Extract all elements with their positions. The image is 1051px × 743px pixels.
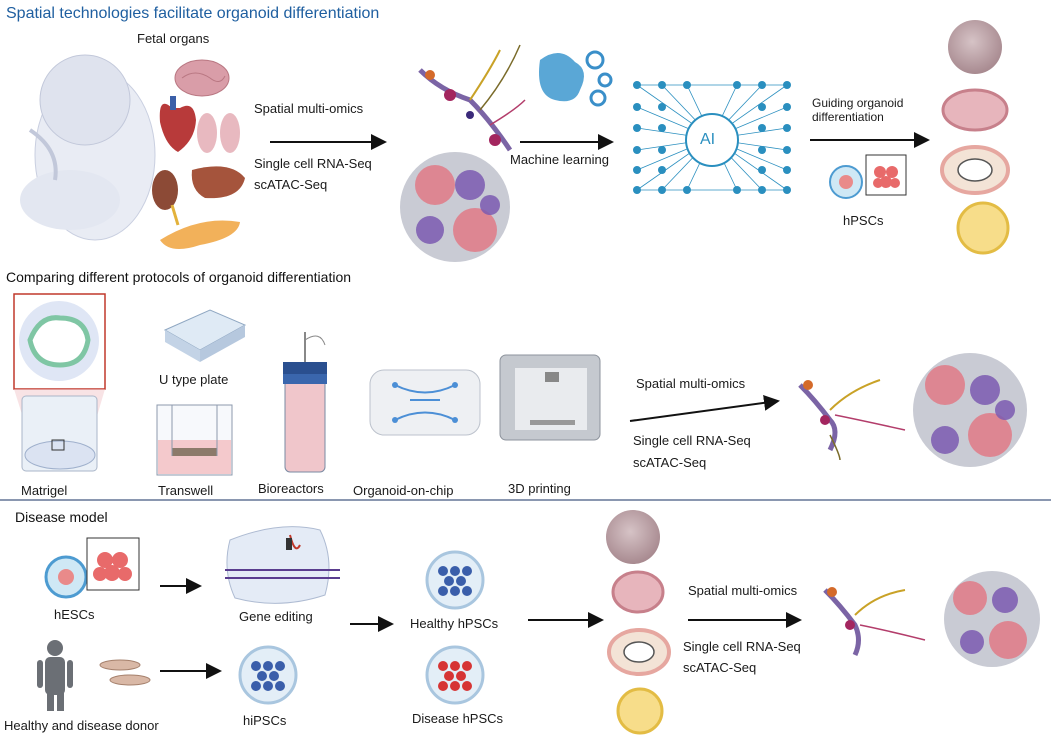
umap-trajectory-2 (798, 379, 906, 461)
bioreactor-icon (283, 332, 327, 473)
spatial-multiomics-label-3: Spatial multi-omics (688, 583, 798, 598)
umap-trajectory-1 (418, 44, 526, 152)
healthy-hpsc-dish-icon (425, 550, 485, 610)
3d-printer-icon (499, 354, 601, 441)
umap-trajectory-3 (823, 587, 926, 657)
3d-printing-label: 3D printing (508, 481, 571, 496)
hpscs-label: hPSCs (843, 213, 884, 228)
transwell-icon (156, 404, 233, 476)
fetal-organs-label: Fetal organs (137, 31, 210, 46)
hescs-label: hESCs (54, 607, 95, 622)
organoid-on-chip-icon (369, 369, 481, 436)
neural-network-nodes (633, 81, 791, 194)
organoid-stack-2 (606, 510, 671, 735)
organ-liver-icon (191, 166, 245, 199)
disease-model-heading: Disease model (15, 509, 108, 525)
spatial-multiomics-label-2: Spatial multi-omics (636, 376, 746, 391)
organoid-stack-1 (940, 20, 1010, 255)
organoid-on-chip-label: Organoid-on-chip (353, 483, 454, 498)
hesc-dish-icon (44, 537, 140, 599)
organ-lungs-icon (197, 113, 240, 153)
scrna-label-2: Single cell RNA-Seq (633, 433, 751, 448)
hipsc-dish-icon (238, 645, 298, 705)
figure-title: Spatial technologies facilitate organoid… (6, 5, 380, 22)
guiding-label-line1: Guiding organoid (812, 96, 904, 110)
guiding-label-line2: differentiation (812, 110, 884, 124)
gene-editing-icon (225, 526, 340, 604)
u-type-plate-icon (163, 309, 247, 362)
spatial-spot-map-3 (944, 571, 1040, 667)
organ-pancreas-icon (160, 220, 240, 249)
fetus-illustration (20, 54, 156, 241)
gene-editing-label: Gene editing (239, 609, 313, 624)
scrna-label-3: Single cell RNA-Seq (683, 639, 801, 654)
scrna-label-1: Single cell RNA-Seq (254, 156, 372, 171)
ai-label: AI (700, 131, 716, 148)
hipscs-label: hiPSCs (243, 713, 287, 728)
spatial-spot-map-1 (400, 152, 510, 262)
ai-node (685, 113, 739, 167)
human-donor-icon (37, 640, 73, 711)
disease-hpscs-label: Disease hPSCs (412, 711, 504, 726)
transwell-label: Transwell (158, 483, 214, 498)
scatac-label-2: scATAC-Seq (633, 455, 707, 470)
organ-heart-icon (159, 96, 196, 152)
scatac-label-3: scATAC-Seq (683, 660, 757, 675)
ml-brain-gear-icon (539, 50, 613, 107)
hpsc-dish-icon (829, 154, 907, 199)
matrigel-illustration (13, 293, 106, 472)
spatial-spot-map-2 (913, 353, 1027, 467)
scatac-label-1: scATAC-Seq (254, 177, 328, 192)
spatial-multiomics-label-1: Spatial multi-omics (254, 101, 364, 116)
disease-hpsc-dish-icon (425, 645, 485, 705)
arrow-omics-2 (629, 394, 780, 422)
matrigel-label: Matrigel (21, 483, 68, 498)
bioreactors-label: Bioreactors (258, 481, 324, 496)
protocols-heading: Comparing different protocols of organoi… (6, 269, 352, 285)
fibroblast-cells-icon (99, 659, 151, 686)
machine-learning-label: Machine learning (510, 152, 610, 167)
u-type-plate-label: U type plate (159, 372, 229, 387)
organ-brain-icon (174, 59, 230, 97)
organ-kidney-icon (152, 170, 180, 226)
donor-label: Healthy and disease donor (4, 718, 159, 733)
healthy-hpscs-label: Healthy hPSCs (410, 616, 499, 631)
